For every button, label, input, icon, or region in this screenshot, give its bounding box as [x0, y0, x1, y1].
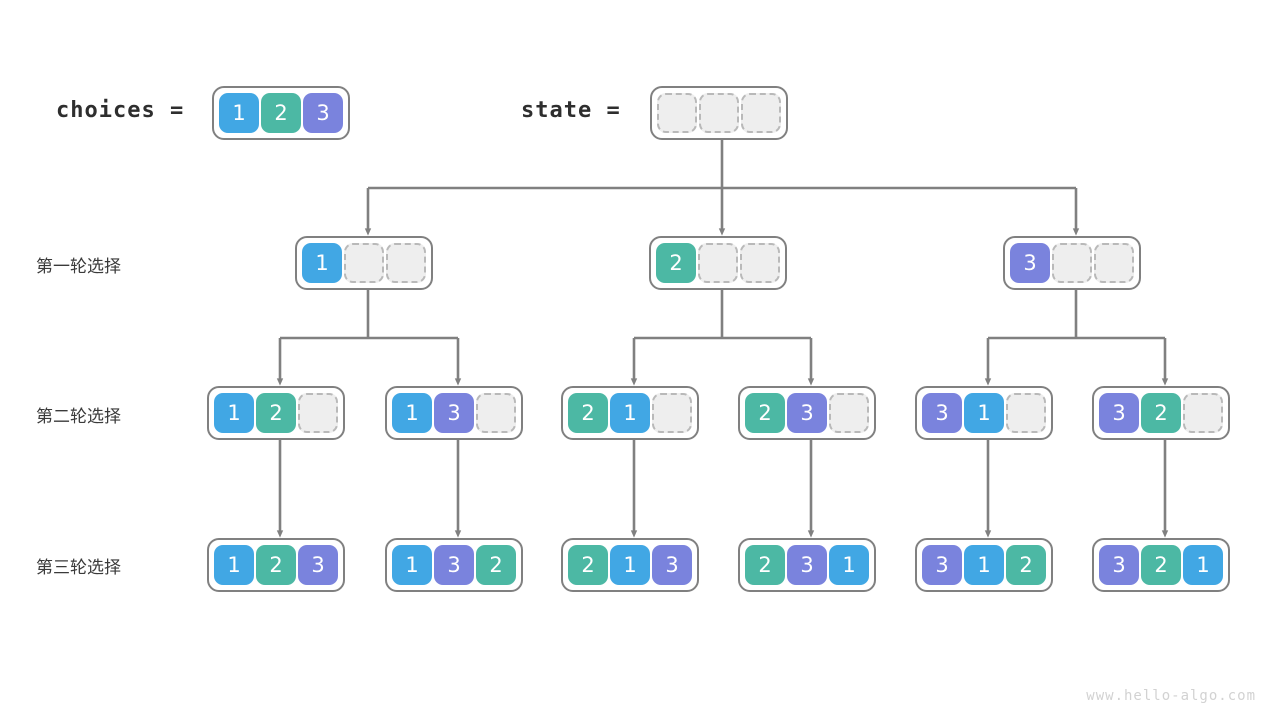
cell-value-2: 2 — [256, 545, 296, 585]
cell-value-1: 1 — [964, 545, 1004, 585]
state-node-r1-n1: 1 — [295, 236, 433, 290]
cell-value-3: 3 — [652, 545, 692, 585]
state-node-r1-n2: 2 — [649, 236, 787, 290]
cell-value-1: 1 — [829, 545, 869, 585]
cell-value-1: 1 — [1183, 545, 1223, 585]
cell-empty — [1183, 393, 1223, 433]
cell-empty — [741, 93, 781, 133]
cell-value-2: 2 — [745, 393, 785, 433]
cell-value-2: 2 — [1141, 545, 1181, 585]
cell-empty — [652, 393, 692, 433]
cell-value-1: 1 — [214, 393, 254, 433]
cell-value-3: 3 — [434, 545, 474, 585]
cell-value-3: 3 — [922, 393, 962, 433]
cell-empty — [698, 243, 738, 283]
cell-value-2: 2 — [745, 545, 785, 585]
cell-empty — [740, 243, 780, 283]
cell-value-3: 3 — [787, 545, 827, 585]
cell-value-3: 3 — [1099, 393, 1139, 433]
cell-empty — [657, 93, 697, 133]
cell-value-1: 1 — [610, 545, 650, 585]
cell-empty — [699, 93, 739, 133]
cell-value-3: 3 — [303, 93, 343, 133]
choices-label: choices = — [56, 98, 185, 123]
cell-value-2: 2 — [476, 545, 516, 585]
row-label-round-3: 第三轮选择 — [36, 558, 121, 578]
cell-value-3: 3 — [1010, 243, 1050, 283]
cell-value-1: 1 — [214, 545, 254, 585]
state-node-r1-n3: 3 — [1003, 236, 1141, 290]
cell-value-2: 2 — [568, 393, 608, 433]
cell-empty — [829, 393, 869, 433]
cell-empty — [298, 393, 338, 433]
cell-value-3: 3 — [298, 545, 338, 585]
watermark: www.hello-algo.com — [1086, 688, 1256, 704]
cell-value-1: 1 — [964, 393, 1004, 433]
cell-value-1: 1 — [392, 393, 432, 433]
cell-value-2: 2 — [1006, 545, 1046, 585]
cell-empty — [344, 243, 384, 283]
cell-value-3: 3 — [434, 393, 474, 433]
cell-value-2: 2 — [568, 545, 608, 585]
cell-empty — [1006, 393, 1046, 433]
cell-value-2: 2 — [256, 393, 296, 433]
cell-value-3: 3 — [1099, 545, 1139, 585]
cell-value-2: 2 — [656, 243, 696, 283]
cell-value-1: 1 — [610, 393, 650, 433]
cell-value-2: 2 — [1141, 393, 1181, 433]
state-label: state = — [521, 98, 621, 123]
state-array — [650, 86, 788, 140]
cell-value-2: 2 — [261, 93, 301, 133]
cell-empty — [1052, 243, 1092, 283]
row-label-round-2: 第二轮选择 — [36, 407, 121, 427]
cell-empty — [476, 393, 516, 433]
cell-value-1: 1 — [392, 545, 432, 585]
row-label-round-1: 第一轮选择 — [36, 257, 121, 277]
cell-empty — [386, 243, 426, 283]
cell-empty — [1094, 243, 1134, 283]
cell-value-3: 3 — [922, 545, 962, 585]
cell-value-1: 1 — [219, 93, 259, 133]
cell-value-1: 1 — [302, 243, 342, 283]
cell-value-3: 3 — [787, 393, 827, 433]
